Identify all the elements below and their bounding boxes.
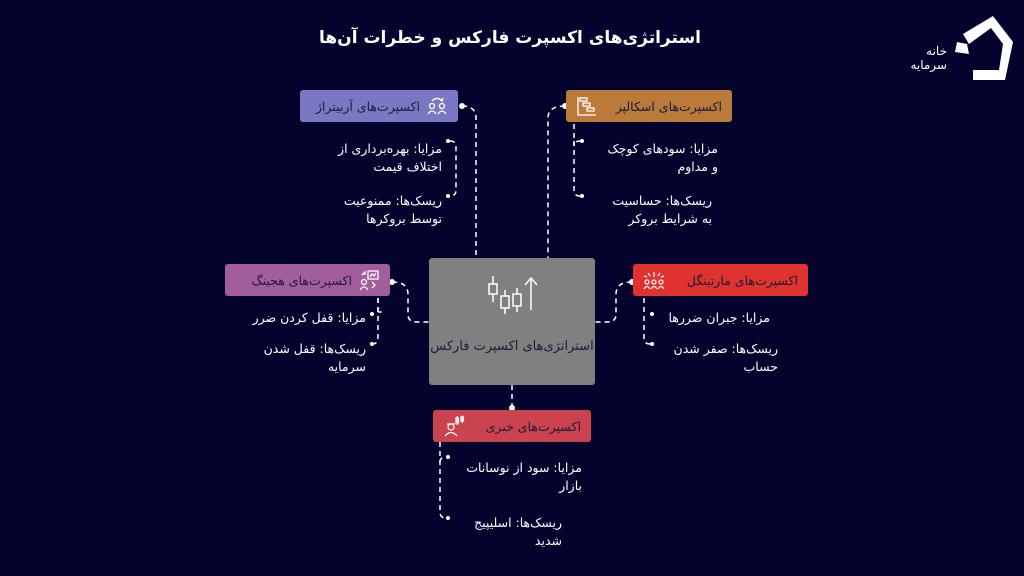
gantt-chart-icon xyxy=(577,97,596,116)
strategy-box-scalper[interactable]: اکسپرت‌های اسکالپر xyxy=(566,90,732,122)
strategy-box-hedging[interactable]: اکسپرت‌های هجینگ xyxy=(225,264,390,296)
logo-line1: خانه xyxy=(926,44,947,58)
center-label: استراتژی‌های اکسپرت فارکس xyxy=(430,339,594,354)
news-risks: ریسک‌ها: اسلیپیج شدید xyxy=(474,515,562,548)
center-node: استراتژی‌های اکسپرت فارکس xyxy=(429,258,595,385)
strategy-box-martingale[interactable]: اکسپرت‌های مارتینگل xyxy=(633,264,808,296)
strategy-label-scalper: اکسپرت‌های اسکالپر xyxy=(615,98,722,114)
scalper-risks: ریسک‌ها: حساسیت به شرایط بروکر xyxy=(612,193,712,226)
logo-line2: سرمایه xyxy=(910,58,947,72)
person-candles-icon xyxy=(444,415,465,437)
martingale-risks: ریسک‌ها: صفر شدن حساب xyxy=(673,341,778,374)
page-title: استراتژی‌های اکسپرت فارکس و خطرات آن‌ها xyxy=(319,28,701,48)
martingale-pros: مزایا: جبران ضررها xyxy=(668,310,770,325)
arbitrage-risks: ریسک‌ها: ممنوعیت توسط بروکرها xyxy=(343,193,442,226)
strategy-label-arbitrage: اکسپرت‌های آربیتراژ xyxy=(315,98,420,114)
presenter-chart-icon xyxy=(359,270,379,291)
brand-logo: خانه سرمایه xyxy=(895,14,1015,86)
candlestick-chart-icon xyxy=(488,276,538,314)
strategy-label-news: اکسپرت‌های خبری xyxy=(485,418,581,434)
arbitrage-pros: مزایا: بهره‌برداری از اختلاف قیمت xyxy=(338,141,442,174)
hedging-risks: ریسک‌ها: قفل شدن سرمایه xyxy=(263,341,366,374)
scalper-pros: مزایا: سودهای کوچک و مداوم xyxy=(607,141,718,174)
people-exchange-icon xyxy=(427,97,447,115)
strategy-box-news[interactable]: اکسپرت‌های خبری xyxy=(433,410,591,442)
hedging-pros: مزایا: قفل کردن ضرر xyxy=(252,310,366,325)
strategy-label-martingale: اکسپرت‌های مارتینگل xyxy=(686,272,798,288)
logo-text: خانه سرمایه xyxy=(895,44,947,72)
house-logo-icon xyxy=(955,16,1013,80)
strategy-box-arbitrage[interactable]: اکسپرت‌های آربیتراژ xyxy=(300,90,458,122)
team-celebration-icon xyxy=(643,272,665,290)
news-pros: مزایا: سود از نوسانات بازار xyxy=(466,460,582,493)
strategy-label-hedging: اکسپرت‌های هجینگ xyxy=(251,272,352,288)
